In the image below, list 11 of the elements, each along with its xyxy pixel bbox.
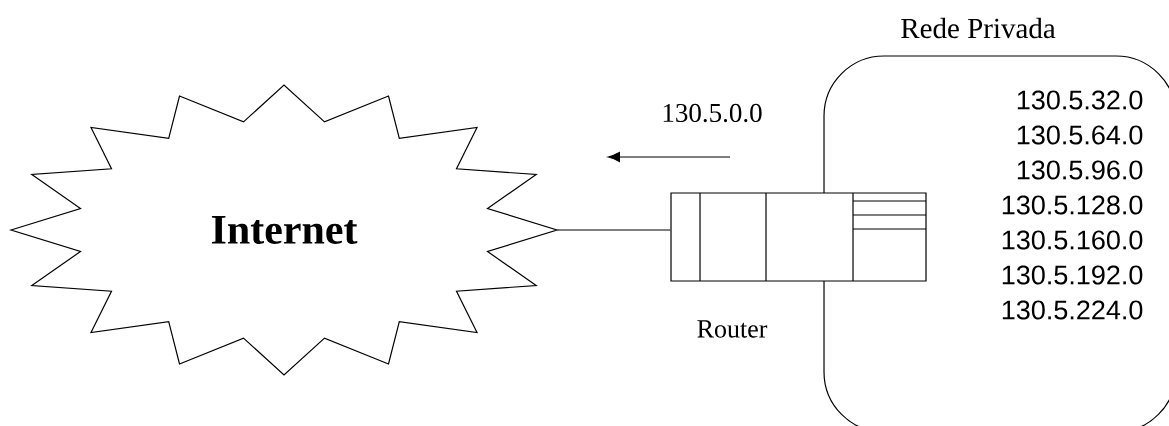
subnet-address: 130.5.64.0: [1017, 125, 1143, 145]
connector-line: [557, 229, 671, 231]
subnet-address: 130.5.192.0: [1002, 265, 1143, 285]
address-label: 130.5.0.0: [663, 103, 762, 123]
router-label: Router: [697, 320, 768, 338]
subnet-address: 130.5.224.0: [1002, 300, 1143, 320]
subnet-address: 130.5.160.0: [1002, 230, 1143, 250]
subnet-address: 130.5.128.0: [1002, 195, 1143, 215]
subnet-address: 130.5.32.0: [1017, 90, 1143, 110]
network-title: Rede Privada: [901, 17, 1056, 39]
subnet-address: 130.5.96.0: [1017, 160, 1143, 180]
